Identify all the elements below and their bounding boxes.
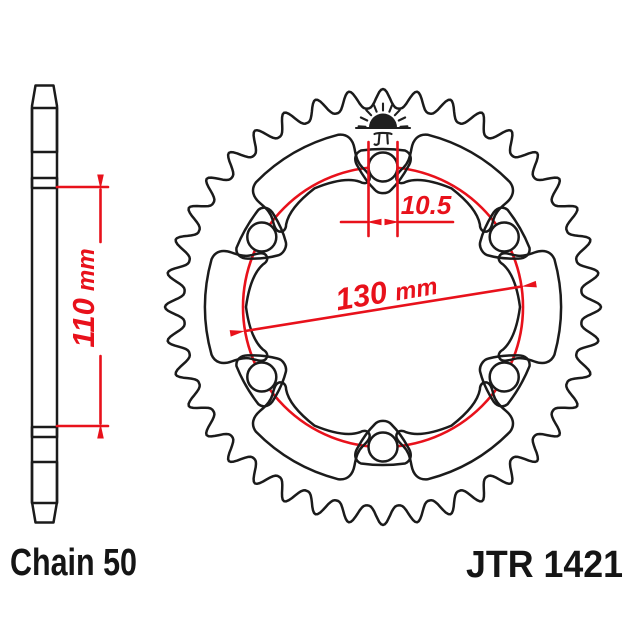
side-view-plate-hatch-bottom (30, 425, 59, 439)
side-view-hub-hatch-top (30, 106, 59, 154)
side-view-outline (30, 84, 59, 524)
logo-sun-dome (369, 113, 397, 128)
side-view-hub-hatch-bottom (30, 460, 59, 505)
side-view-profile (30, 84, 59, 524)
logo-jt-glyph (373, 131, 393, 146)
logo-sun-rays (357, 102, 409, 128)
dimension-110mm: 110mm (55, 174, 110, 439)
dimension-10-5: 10.5 (339, 140, 455, 238)
jt-rising-sun-logo-icon (354, 102, 412, 146)
chain-size-label: Chain 50 (10, 542, 137, 584)
lightening-windows (203, 133, 563, 481)
dimension-10-5-text: 10.5 (401, 190, 452, 220)
bolt-boss-pads (235, 147, 531, 467)
dimension-110mm-text: 110mm (66, 248, 101, 347)
part-number-label: JTR 1421 (466, 544, 623, 586)
side-view-plate-hatch-top (30, 176, 59, 190)
